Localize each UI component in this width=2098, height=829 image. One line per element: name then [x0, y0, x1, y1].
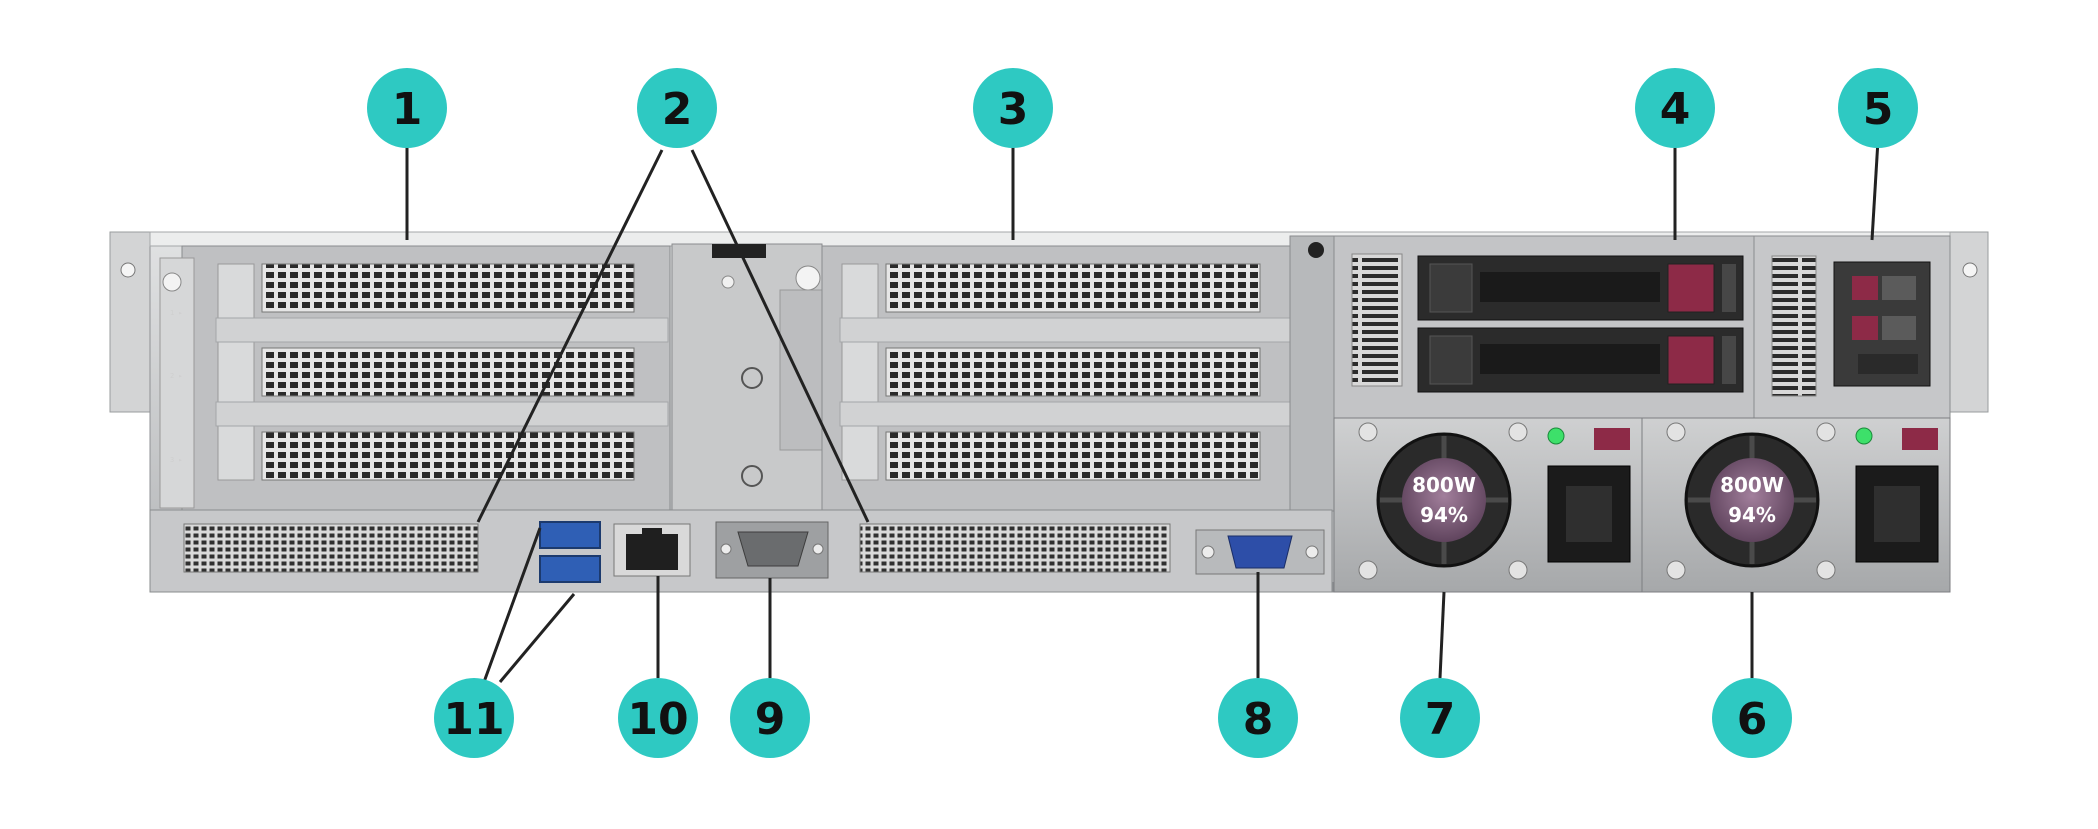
psu-screw-icon	[1816, 560, 1836, 580]
psu-watt-label: 800W	[1412, 473, 1476, 497]
psu-efficiency-label: 94%	[1728, 503, 1776, 527]
ocp-module	[1753, 235, 1951, 419]
usb-port-bottom[interactable]	[539, 555, 601, 583]
psu-efficiency-label: 94%	[1420, 503, 1468, 527]
psu-release-latch[interactable]	[1902, 428, 1938, 450]
psu-screw-icon	[1508, 560, 1528, 580]
drive-cage	[1333, 235, 1755, 419]
riser-cage-primary: 1 ▸ 2 ▸ 3 ▸	[159, 245, 671, 512]
psu-screw-icon	[1358, 422, 1378, 442]
svg-text:8: 8	[1243, 694, 1274, 745]
ear-screw-icon	[1962, 262, 1978, 278]
svg-text:1 ▸: 1 ▸	[170, 309, 183, 317]
ear-screw-icon	[120, 262, 136, 278]
psu-watt-label: 800W	[1720, 473, 1784, 497]
drive-release-latch[interactable]	[1667, 335, 1715, 385]
svg-text:3: 3	[998, 84, 1029, 135]
svg-text:6: 6	[1737, 694, 1768, 745]
callout-8: 8	[1218, 678, 1298, 758]
svg-text:5: 5	[1863, 84, 1894, 135]
callout-4: 4	[1635, 68, 1715, 148]
psu-status-led-icon	[1547, 427, 1565, 445]
psu-screw-icon	[1816, 422, 1836, 442]
right-rack-ear	[1949, 231, 1989, 413]
psu-status-led-icon	[1855, 427, 1873, 445]
center-bracket	[671, 243, 825, 513]
low-profile-slot-left[interactable]	[183, 523, 479, 573]
psu-screw-icon	[1508, 422, 1528, 442]
psu-screw-icon	[1666, 560, 1686, 580]
io-row	[149, 509, 1333, 593]
pcie-slot-5[interactable]	[885, 347, 1261, 397]
leader-lines	[405, 139, 1880, 683]
pcie-slot-2[interactable]	[261, 347, 635, 397]
left-rack-ear	[109, 231, 151, 413]
thumbscrew-icon[interactable]	[162, 272, 182, 292]
svg-text:1: 1	[392, 84, 423, 135]
power-supply-2[interactable]: 800W 94%	[1333, 417, 1643, 593]
svg-text:7: 7	[1425, 694, 1456, 745]
riser-cage-secondary	[821, 245, 1291, 512]
svg-text:2: 2	[662, 84, 693, 135]
psu-release-latch[interactable]	[1594, 428, 1630, 450]
svg-text:2 ▸: 2 ▸	[170, 372, 183, 380]
callout-1: 1	[367, 68, 447, 148]
callout-2: 2	[637, 68, 717, 148]
drive-release-latch[interactable]	[1667, 263, 1715, 313]
svg-text:11: 11	[443, 694, 504, 745]
psu-screw-icon	[1358, 560, 1378, 580]
low-profile-slot-right[interactable]	[859, 523, 1171, 573]
power-supply-1[interactable]: 800W 94%	[1641, 417, 1951, 593]
pcie-slot-3[interactable]	[261, 431, 635, 481]
svg-text:10: 10	[627, 694, 688, 745]
svg-text:4: 4	[1660, 84, 1691, 135]
callout-6: 6	[1712, 678, 1792, 758]
pcie-slot-1[interactable]	[261, 263, 635, 313]
svg-text:9: 9	[755, 694, 786, 745]
callout-7: 7	[1400, 678, 1480, 758]
callout-3: 3	[973, 68, 1053, 148]
svg-text:3 ▸: 3 ▸	[170, 456, 183, 464]
callout-9: 9	[730, 678, 810, 758]
psu-screw-icon	[1666, 422, 1686, 442]
callout-10: 10	[618, 678, 698, 758]
usb-port-top[interactable]	[539, 521, 601, 549]
callout-5: 5	[1838, 68, 1918, 148]
callout-11: 11	[434, 678, 514, 758]
pcie-slot-6[interactable]	[885, 431, 1261, 481]
pcie-slot-4[interactable]	[885, 263, 1261, 313]
